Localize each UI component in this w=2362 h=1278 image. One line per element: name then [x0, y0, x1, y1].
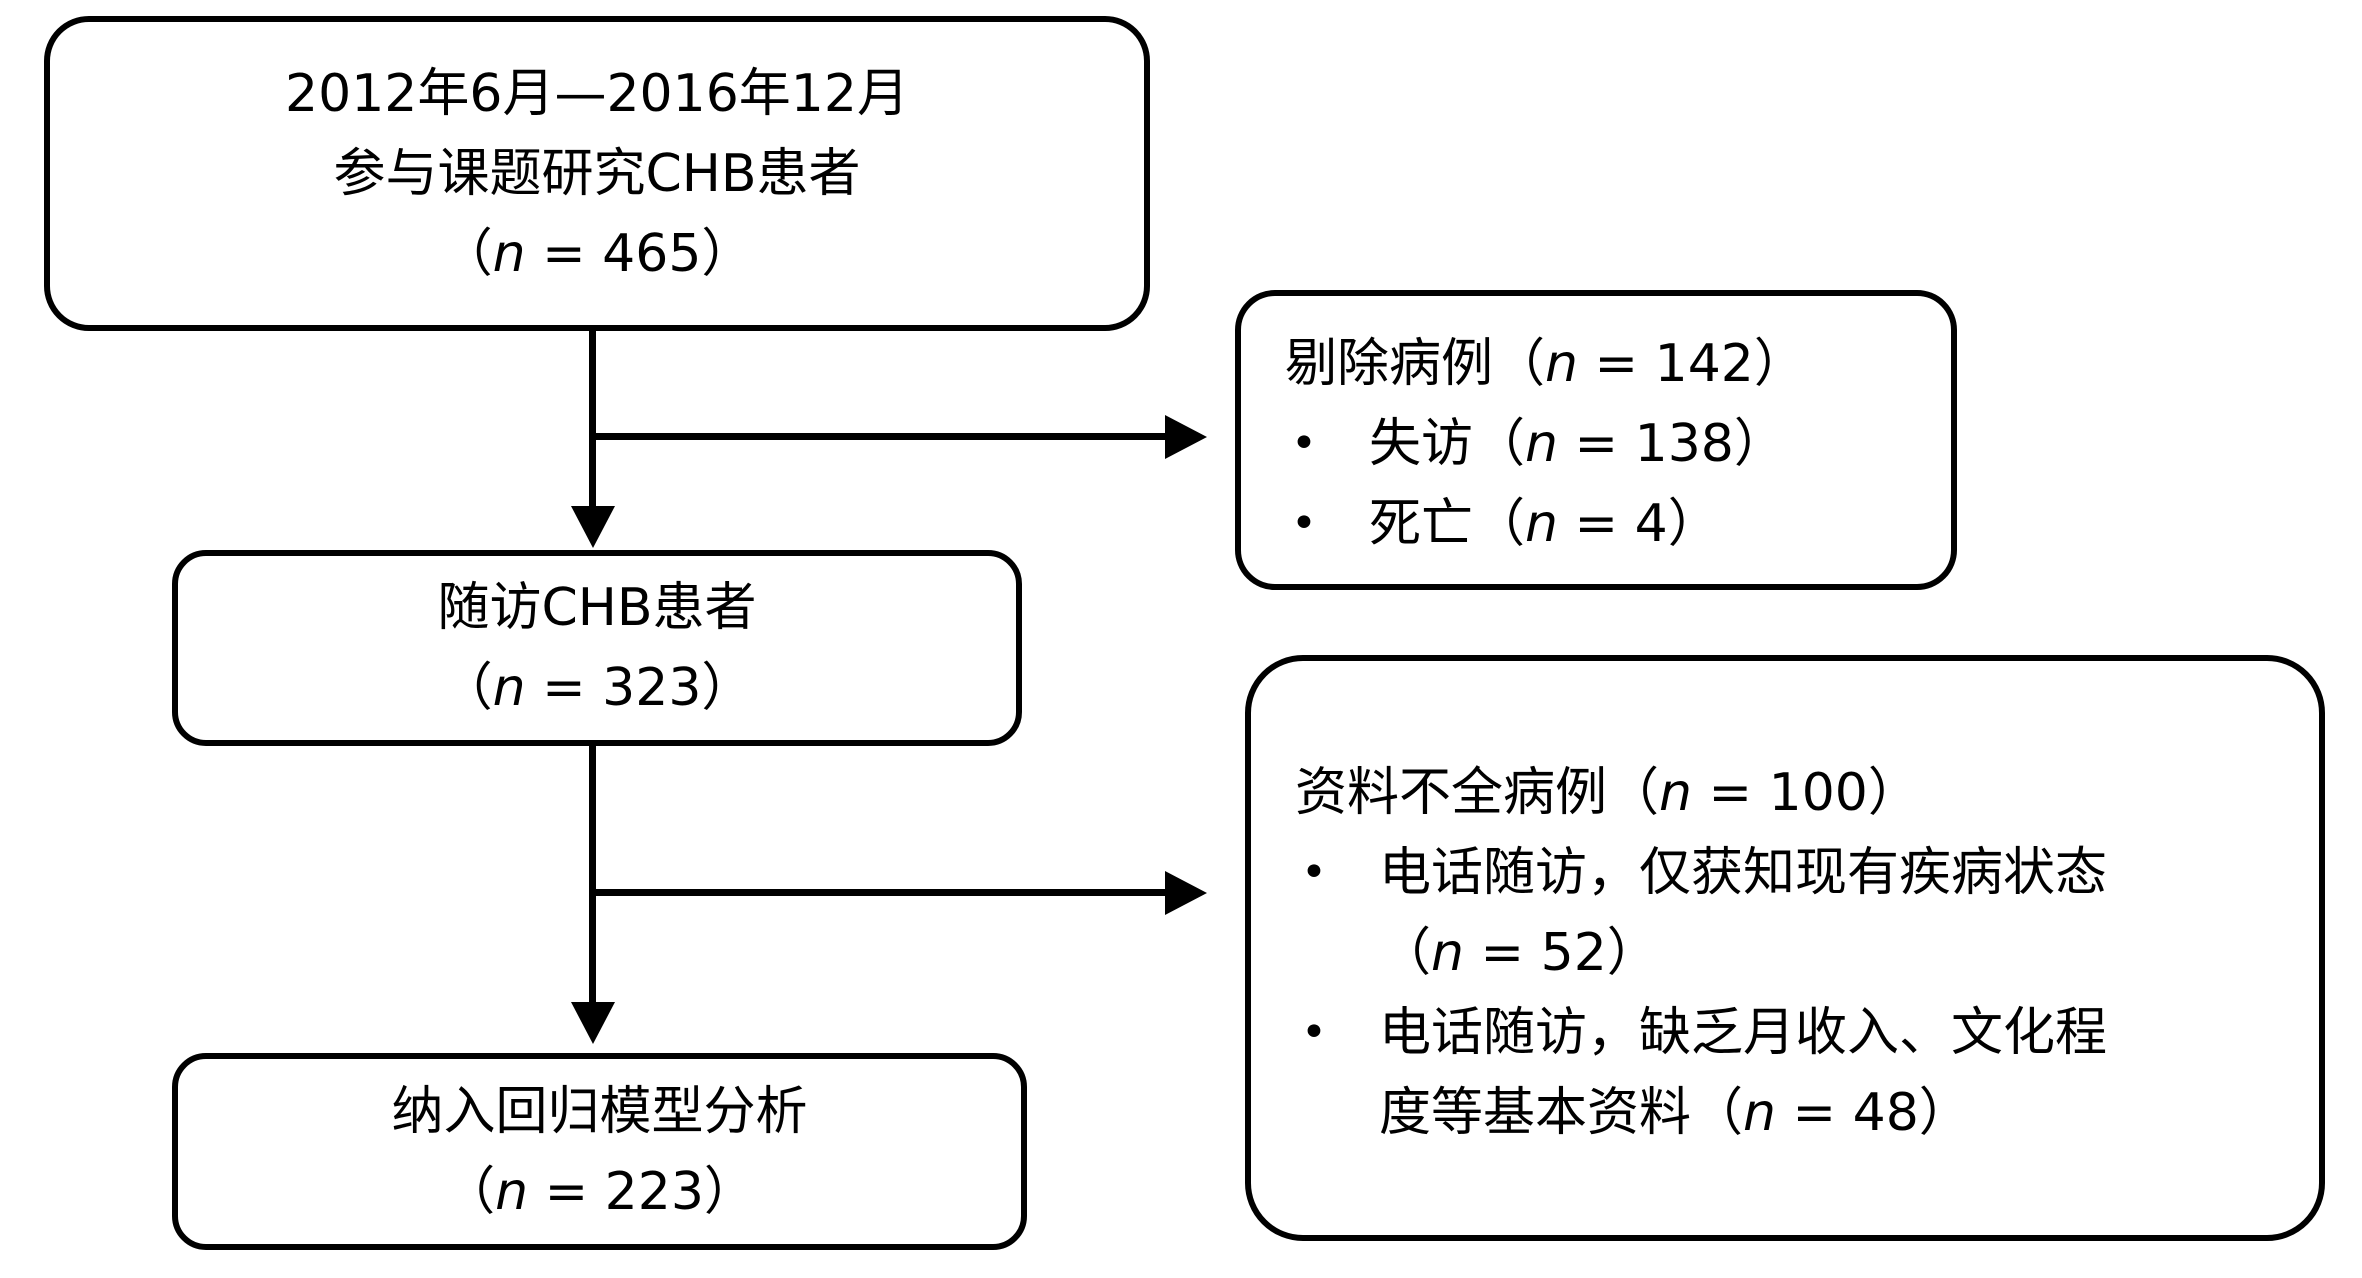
box-enrolled-patients: 2012年6月—2016年12月 参与课题研究CHB患者 （n = 465） — [44, 16, 1150, 331]
followed-count-text: （n = 323） — [440, 658, 754, 718]
box-excluded-cases: 剔除病例（n = 142） • 失访（n = 138） • 死亡（n = 4） — [1235, 290, 1957, 590]
enrolled-count-text: （n = 465） — [440, 223, 754, 284]
connector-enrolled-to-followed — [589, 327, 596, 509]
bullet-icon: • — [1291, 498, 1317, 549]
bullet-icon: • — [1301, 1007, 1327, 1058]
arrowhead-right-icon — [1165, 871, 1207, 915]
bullet-icon: • — [1301, 847, 1327, 898]
excluded-item-death: • 死亡（n = 4） — [1285, 484, 1931, 564]
model-count-text: （n = 223） — [443, 1161, 756, 1222]
enrolled-population-text: 参与课题研究CHB患者 — [333, 143, 861, 204]
model-label-text: 纳入回归模型分析 — [391, 1081, 808, 1142]
incomplete-item-phone-status: • 电话随访，仅获知现有疾病状态 （n = 52） — [1295, 833, 2289, 993]
connector-branch-to-incomplete — [589, 889, 1167, 896]
box-regression-model: 纳入回归模型分析 （n = 223） — [172, 1053, 1027, 1250]
bullet-icon: • — [1291, 418, 1317, 469]
connector-branch-to-excluded — [589, 433, 1167, 440]
arrowhead-right-icon — [1165, 415, 1207, 459]
incomplete-item2-line1: 电话随访，缺乏月收入、文化程 — [1379, 1003, 2108, 1063]
box-incomplete-data-cases: 资料不全病例（n = 100） • 电话随访，仅获知现有疾病状态 （n = 52… — [1245, 655, 2325, 1241]
incomplete-item1-line1: 电话随访，仅获知现有疾病状态 — [1379, 843, 2108, 903]
excluded-title-text: 剔除病例（n = 142） — [1285, 334, 1806, 394]
incomplete-title-text: 资料不全病例（n = 100） — [1295, 763, 1920, 823]
incomplete-item-phone-missing-info: • 电话随访，缺乏月收入、文化程 度等基本资料（n = 48） — [1295, 993, 2289, 1153]
arrowhead-down-icon — [571, 506, 615, 548]
box-followed-patients: 随访CHB患者 （n = 323） — [172, 550, 1022, 746]
arrowhead-down-icon — [571, 1002, 615, 1044]
connector-followed-to-model — [589, 742, 596, 1004]
incomplete-item2-line2: 度等基本资料（n = 48） — [1379, 1083, 1971, 1143]
excluded-item-lost: • 失访（n = 138） — [1285, 404, 1931, 484]
followed-label-text: 随访CHB患者 — [437, 578, 757, 638]
enrolled-period-text: 2012年6月—2016年12月 — [285, 63, 909, 124]
incomplete-item1-count: （n = 52） — [1379, 923, 1659, 983]
